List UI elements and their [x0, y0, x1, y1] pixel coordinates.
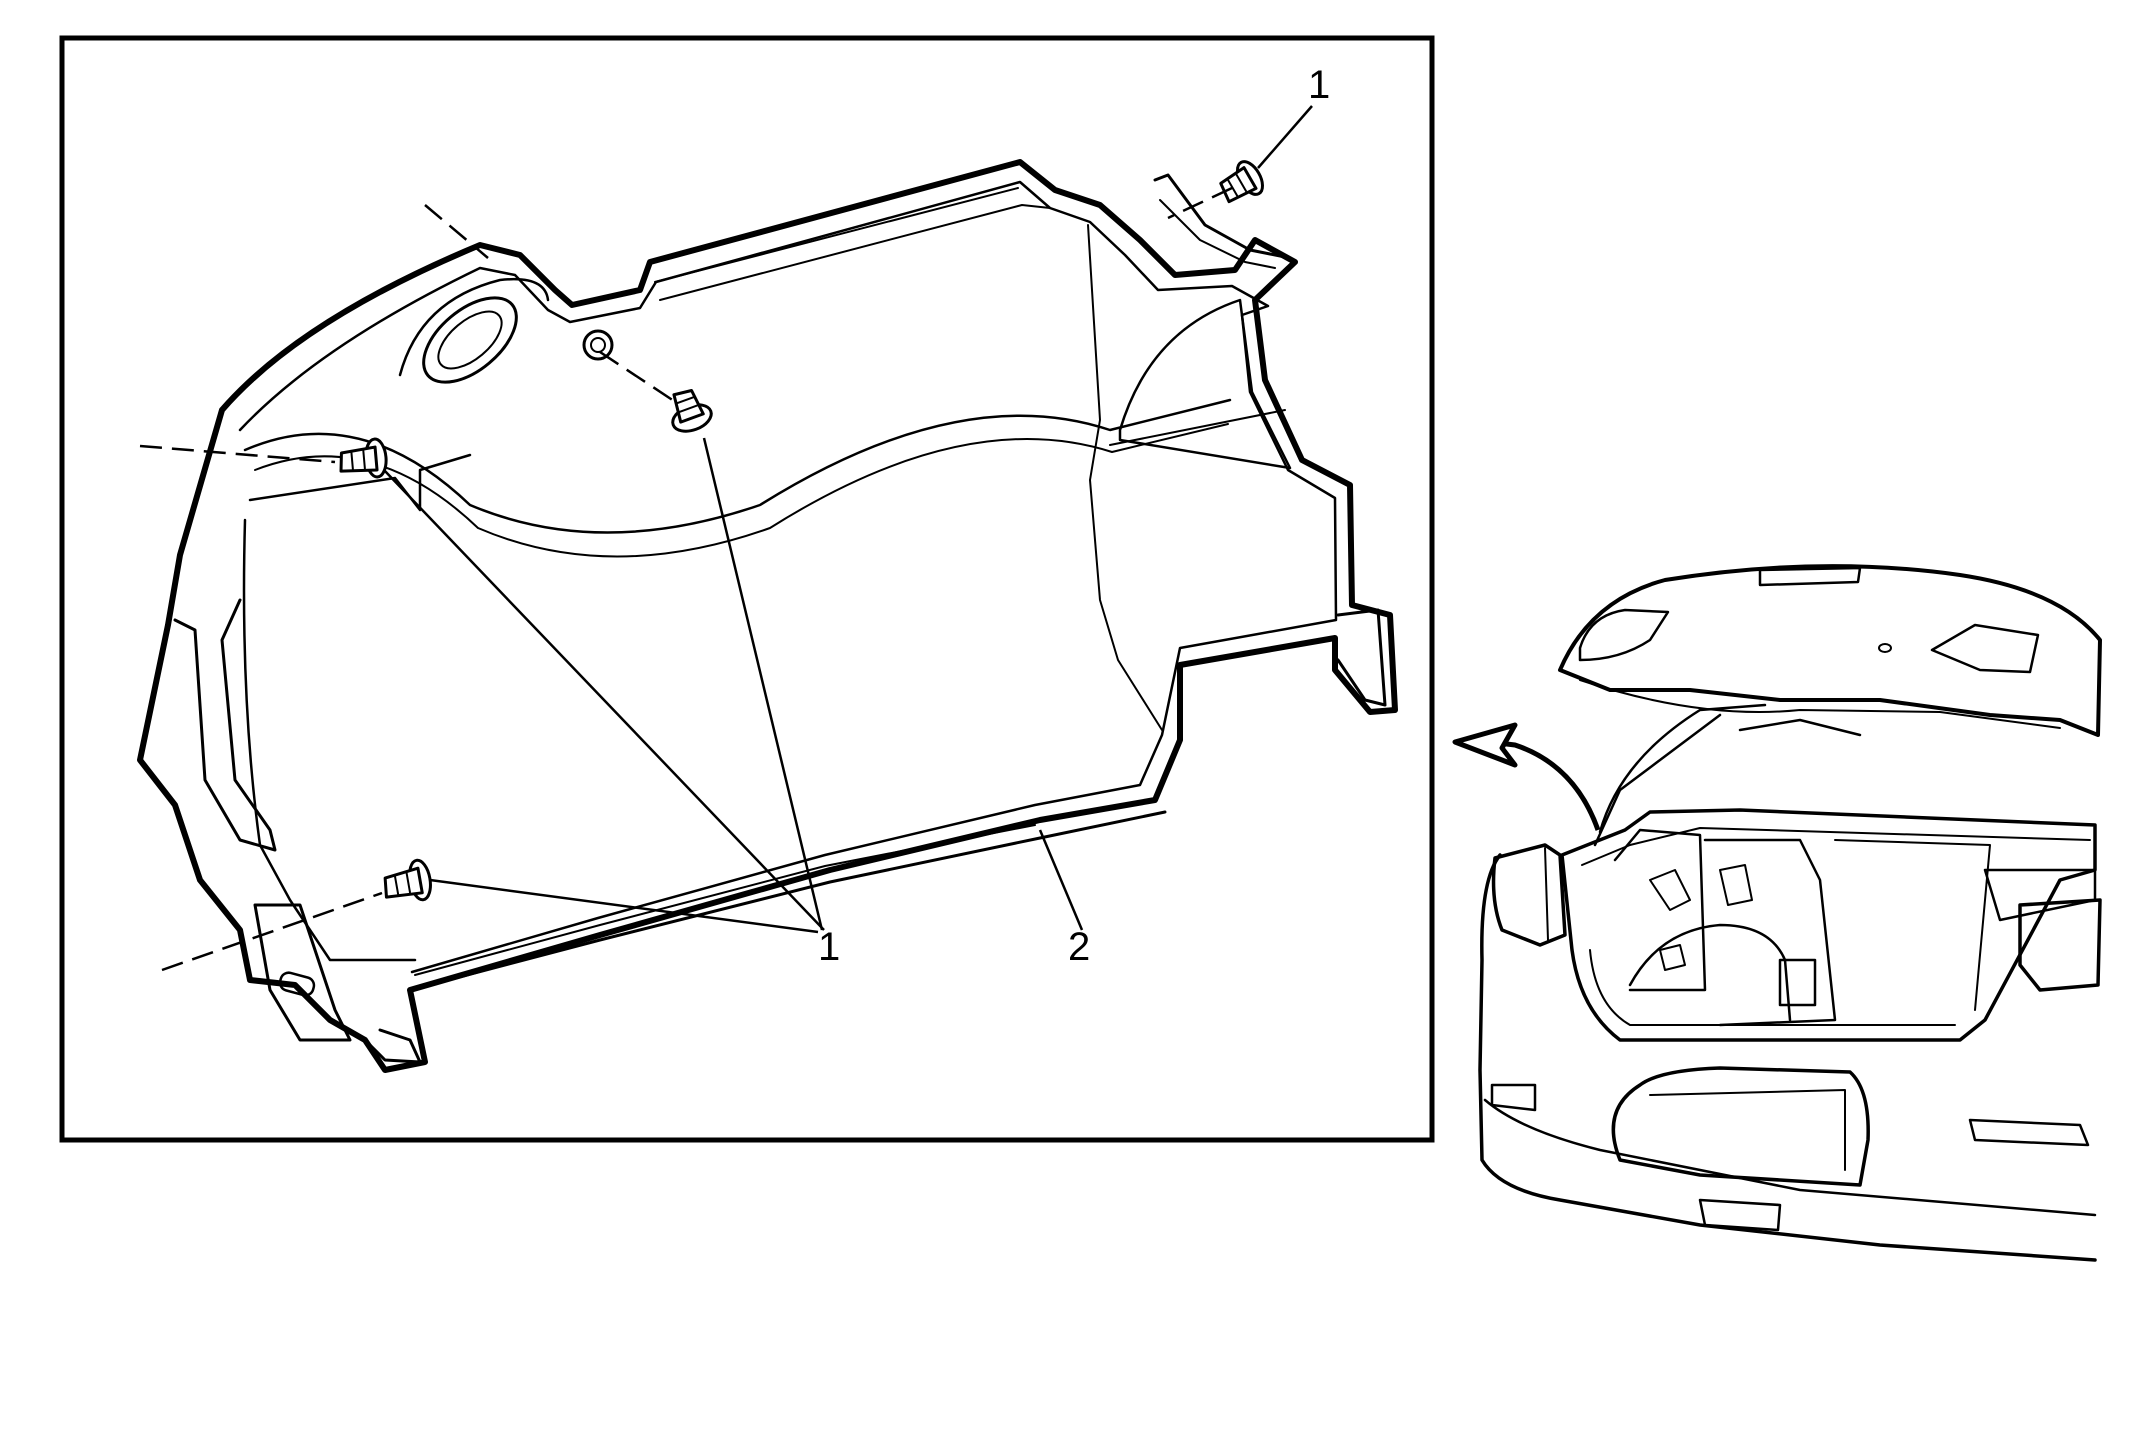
push-pin-retainer-icon	[671, 388, 713, 433]
panel-left-flange	[173, 598, 277, 852]
callout-fastener-group: 1	[818, 925, 840, 969]
dash-line-upper-middle	[599, 350, 681, 407]
panel-bottom-band	[408, 810, 1167, 992]
trunk-opening	[1560, 808, 2097, 1042]
panel-floor-line	[248, 453, 472, 512]
dash-line-top-right	[1167, 186, 1233, 220]
panel-oval-boss	[398, 278, 550, 377]
callout-fastener-top: 1	[1308, 63, 1330, 107]
panel-top-right-tab	[1153, 173, 1297, 264]
leader-1-to-upper-middle	[702, 437, 824, 931]
car-body-lower	[1483, 1098, 2097, 1217]
push-pin-fasteners	[339, 160, 1264, 902]
trunk-interior-wheelhouse	[1628, 923, 1792, 1022]
car-body-outline	[1478, 853, 2097, 1262]
trunk-right-tray	[1983, 868, 2097, 922]
trunk-side-trim-panel	[137, 159, 1398, 1073]
panel-inner-lip	[238, 180, 1338, 974]
callout-leaders	[383, 105, 1313, 934]
leader-1-to-lower-left	[429, 878, 819, 934]
trunk-interior-panel	[1703, 838, 1837, 1027]
license-plate-pocket	[1611, 1066, 1870, 1187]
panel-right-tab	[1336, 608, 1387, 707]
license-plate-pocket-inner	[1649, 1089, 1846, 1171]
callout-trim-panel: 2	[1068, 925, 1090, 969]
panel-left-bracket	[253, 903, 352, 1042]
trunk-interior-detail	[1649, 864, 1753, 971]
panel-upper-contour	[243, 398, 1232, 534]
leader-1-top	[1257, 105, 1313, 169]
trunk-lid-strut	[1598, 703, 1767, 834]
panel-bracket-slot	[278, 971, 316, 997]
panel-right-recess-line	[1087, 224, 1163, 731]
panel-outline	[137, 159, 1398, 1073]
dash-line-lower-left	[161, 891, 383, 972]
trunk-lid-recess-left	[1578, 608, 1670, 662]
trunk-hinge-left	[1593, 713, 1722, 847]
left-tail-lamp-inner	[1544, 847, 1549, 941]
leader-2	[1038, 829, 1084, 931]
panel-oval-opening	[422, 296, 518, 384]
leader-1-to-upper-left	[383, 469, 825, 931]
trunk-interior-left-wall	[1613, 828, 1707, 992]
trunk-hinge-right	[1738, 718, 1862, 737]
panel-fastener-hole-inner	[590, 337, 606, 353]
panel-lower-hook	[363, 1028, 422, 1064]
push-pin-retainer-icon	[383, 858, 432, 902]
install-direction-lines	[139, 186, 1233, 972]
trunk-lid-light	[1758, 566, 1862, 587]
panel-top-strip	[654, 187, 1051, 301]
arrow-head	[1452, 722, 1518, 768]
detail-frame	[59, 35, 1435, 1143]
vehicle-rear-locator-view	[1478, 564, 2102, 1262]
push-pin-retainer-icon	[1219, 160, 1264, 204]
left-tail-lamp	[1491, 843, 1567, 947]
panel-fastener-hole	[582, 329, 614, 361]
push-pin-retainer-icon	[339, 437, 388, 479]
panel-upper-contour-inner	[254, 423, 1229, 558]
trunk-interior-box	[1778, 958, 1817, 1007]
panel-right-ledge	[1109, 409, 1286, 446]
trunk-lid-inner	[1579, 679, 2061, 729]
trunk-lid	[1558, 564, 2102, 737]
panel-right-recess	[1118, 298, 1292, 470]
trunk-interior-floor	[1834, 839, 1991, 1011]
panel-oval-opening-inner	[437, 310, 503, 370]
arrow-body	[1489, 739, 1601, 831]
dash-line-top-left	[424, 204, 489, 259]
trunk-lid-hole	[1878, 643, 1892, 653]
right-reflector	[1968, 1118, 2090, 1147]
left-reflector	[1490, 1083, 1537, 1112]
panel-top-right-tab-inner	[1159, 199, 1276, 269]
panel-bottom-band-inner	[414, 824, 1036, 976]
location-arrow-icon	[1452, 722, 1601, 831]
dash-line-upper-left	[139, 444, 336, 464]
trunk-opening-inner	[1581, 827, 2091, 1026]
trunk-lid-recess-right	[1930, 623, 2040, 674]
bumper-lower-light	[1698, 1198, 1782, 1232]
